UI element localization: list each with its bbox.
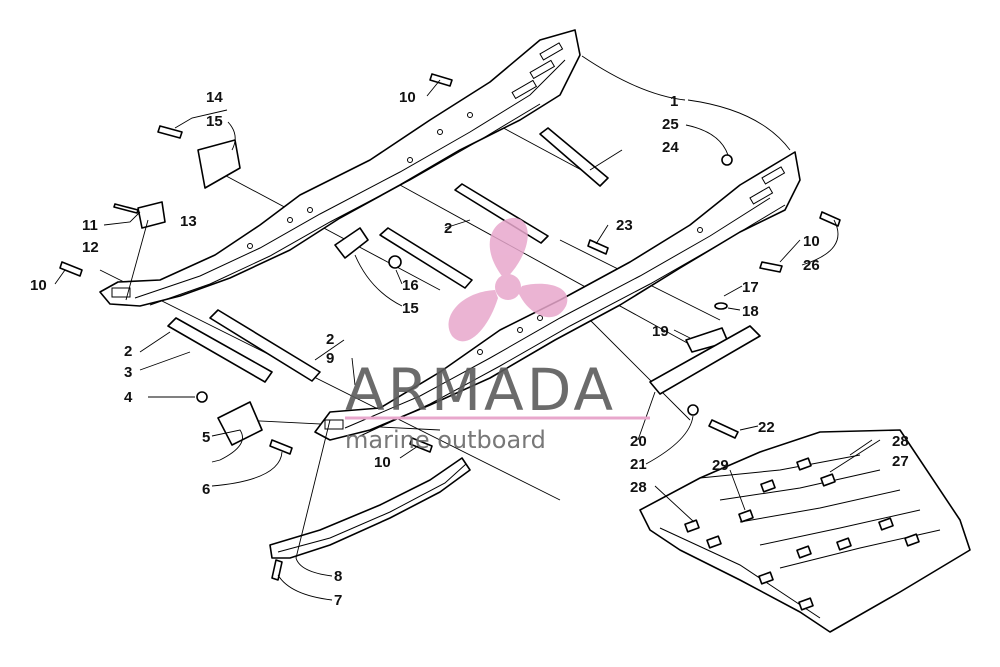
callout-10: 10 xyxy=(803,233,820,250)
callout-28: 28 xyxy=(892,433,909,450)
callout-4: 4 xyxy=(124,389,133,406)
shaft-3 xyxy=(167,317,273,383)
bolt-22 xyxy=(708,419,739,439)
callout-7: 7 xyxy=(334,592,342,609)
propeller-logo-icon xyxy=(448,217,568,342)
rail-tip-notch xyxy=(111,287,131,298)
bolt-10-bottom xyxy=(409,437,433,453)
stud-29 xyxy=(904,533,920,547)
callout-29: 29 xyxy=(712,457,729,474)
callout-12: 12 xyxy=(82,239,99,256)
washer-21 xyxy=(687,404,699,416)
callout-1: 1 xyxy=(670,93,678,110)
callout-19: 19 xyxy=(652,323,669,340)
watermark-brand: ARMADA xyxy=(345,356,616,424)
stud-29 xyxy=(878,517,894,531)
callout-2: 2 xyxy=(444,220,452,237)
stud-29 xyxy=(738,509,754,523)
leader-lines xyxy=(54,55,881,601)
stopper-5 xyxy=(217,401,263,446)
callout-8: 8 xyxy=(334,568,342,585)
bolt-14 xyxy=(157,125,183,139)
shaft-24 xyxy=(539,127,609,187)
bracket-20 xyxy=(649,325,761,395)
shaft-2-lower xyxy=(209,309,321,382)
bracket-15-upper xyxy=(197,139,241,189)
track xyxy=(639,429,971,633)
clip-28 xyxy=(706,535,722,549)
track-belt xyxy=(639,429,971,633)
clip-28 xyxy=(796,457,812,471)
callout-11: 11 xyxy=(82,217,98,234)
stud-29 xyxy=(758,571,774,585)
callout-10: 10 xyxy=(374,454,391,471)
bolt-10-top xyxy=(429,73,453,87)
watermark: ARMADA marine outboard xyxy=(345,217,650,454)
callout-17: 17 xyxy=(742,279,759,296)
callout-16: 16 xyxy=(402,277,419,294)
callout-23: 23 xyxy=(616,217,633,234)
callout-13: 13 xyxy=(180,213,197,230)
washer-4 xyxy=(196,391,208,403)
rail-slot xyxy=(749,186,774,205)
callout-10: 10 xyxy=(30,277,47,294)
shaft-2-middle xyxy=(379,227,473,289)
bolt-10-right xyxy=(759,261,783,273)
screw-7 xyxy=(271,559,283,581)
callout-10: 10 xyxy=(399,89,416,106)
rail-slot xyxy=(529,59,556,80)
callout-15: 15 xyxy=(402,300,419,317)
bolt-6 xyxy=(269,439,293,455)
callout-2: 2 xyxy=(124,343,132,360)
callout-2: 2 xyxy=(326,331,334,348)
nut-16 xyxy=(388,255,402,269)
callout-18: 18 xyxy=(742,303,759,320)
hardware xyxy=(59,73,841,581)
bracket-15-lower xyxy=(334,227,369,259)
stud-29 xyxy=(798,597,814,611)
wear-strip xyxy=(269,457,471,559)
callout-labels: 1 2 2 2 3 4 5 6 7 8 9 10 10 10 10 11 12 … xyxy=(30,89,909,609)
callout-3: 3 xyxy=(124,364,132,381)
callout-20: 20 xyxy=(630,433,647,450)
callout-22: 22 xyxy=(758,419,775,436)
callout-15: 15 xyxy=(206,113,223,130)
rail-slot xyxy=(761,166,786,185)
clip-28 xyxy=(684,519,700,533)
right-slide-rail xyxy=(314,151,801,441)
bolt-23 xyxy=(587,239,609,255)
callout-5: 5 xyxy=(202,429,210,446)
bolt-26 xyxy=(819,211,841,227)
callout-28: 28 xyxy=(630,479,647,496)
callout-21: 21 xyxy=(630,456,647,473)
callout-14: 14 xyxy=(206,89,223,106)
callout-9: 9 xyxy=(326,350,334,367)
callout-25: 25 xyxy=(662,116,679,133)
washer-18 xyxy=(714,302,728,310)
rail-slot xyxy=(539,42,564,61)
callout-27: 27 xyxy=(892,453,909,470)
clip-28 xyxy=(820,473,836,487)
rail-tip-notch xyxy=(324,419,344,430)
pin-11 xyxy=(113,203,139,214)
stud-29 xyxy=(796,545,812,559)
callout-24: 24 xyxy=(662,139,679,156)
left-slide-rail xyxy=(99,29,581,307)
stud-29 xyxy=(760,479,776,493)
block-12 xyxy=(137,201,166,229)
rail-slot xyxy=(511,79,538,100)
bolt-10-left xyxy=(59,261,83,277)
callout-26: 26 xyxy=(803,257,820,274)
callout-6: 6 xyxy=(202,481,210,498)
stud-29 xyxy=(836,537,852,551)
watermark-tagline: marine outboard xyxy=(345,426,546,454)
nut-25 xyxy=(721,154,733,166)
